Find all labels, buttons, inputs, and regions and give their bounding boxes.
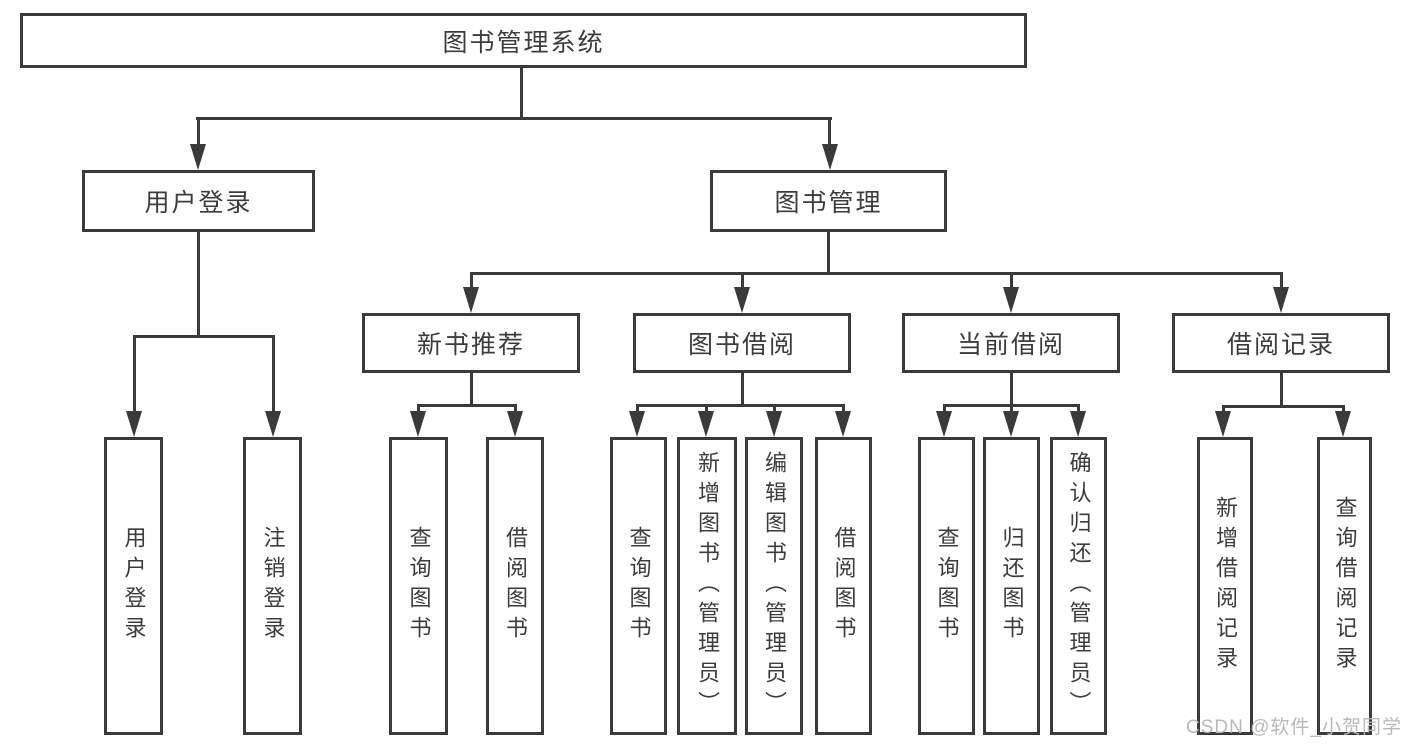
arrow-down-icon xyxy=(1003,411,1019,437)
connector-line xyxy=(520,68,523,120)
leaf-label: 编辑图书（管理员） xyxy=(762,451,787,721)
leaf-bb-edit-book-admin: 编辑图书（管理员） xyxy=(745,437,803,735)
connector-line xyxy=(1010,404,1013,414)
leaf-label: 借阅图书 xyxy=(503,526,528,646)
arrow-down-icon xyxy=(698,411,714,437)
leaf-label: 新增图书（管理员） xyxy=(695,451,720,721)
leaf-cb-confirm-return-admin: 确认归还（管理员） xyxy=(1050,437,1107,735)
connector-line xyxy=(272,335,275,415)
leaf-cb-query-books: 查询图书 xyxy=(918,437,975,735)
watermark: CSDN @软件_小贺同学 xyxy=(1186,717,1402,738)
leaf-label: 查询图书 xyxy=(934,526,960,646)
arrow-down-icon xyxy=(629,411,645,437)
arrow-down-icon xyxy=(835,411,851,437)
leaf-label: 查询图书 xyxy=(626,526,652,646)
connector-line xyxy=(827,232,830,275)
arrow-down-icon xyxy=(1003,287,1019,313)
arrow-down-icon xyxy=(936,411,952,437)
connector-line xyxy=(133,335,136,415)
connector-line xyxy=(636,404,639,414)
leaf-rec-query-borrow-record: 查询借阅记录 xyxy=(1317,437,1372,735)
leaf-cb-return-books: 归还图书 xyxy=(983,437,1040,735)
leaf-bb-add-book-admin: 新增图书（管理员） xyxy=(677,437,737,735)
connector-line xyxy=(470,373,473,407)
arrow-down-icon xyxy=(410,411,426,437)
connector-line xyxy=(1342,405,1345,414)
node-borrowing-records: 借阅记录 xyxy=(1172,313,1390,373)
leaf-label: 用户登录 xyxy=(121,526,147,646)
arrow-down-icon xyxy=(265,411,281,437)
connector-line xyxy=(1010,373,1013,407)
connector-line xyxy=(741,272,744,290)
arrow-down-icon xyxy=(766,411,782,437)
leaf-label: 查询图书 xyxy=(406,526,432,646)
arrow-down-icon xyxy=(1215,411,1231,437)
connector-line xyxy=(828,117,831,147)
connector-line xyxy=(943,404,946,414)
node-book-borrowing: 图书借阅 xyxy=(633,313,851,373)
connector-line xyxy=(197,232,200,338)
arrow-down-icon xyxy=(507,411,523,437)
connector-line xyxy=(705,404,708,414)
leaf-nbr-borrow-books: 借阅图书 xyxy=(486,437,544,735)
node-current-borrowing: 当前借阅 xyxy=(902,313,1120,373)
node-new-book-recommend: 新书推荐 xyxy=(362,313,580,373)
connector-line xyxy=(1280,272,1283,290)
leaf-label: 查询借阅记录 xyxy=(1332,496,1358,676)
connector-line xyxy=(1077,404,1080,414)
arrow-down-icon xyxy=(190,144,206,170)
connector-line xyxy=(417,404,420,414)
arrow-down-icon xyxy=(822,144,838,170)
connector-line xyxy=(636,404,845,407)
leaf-rec-add-borrow-record: 新增借阅记录 xyxy=(1197,437,1253,735)
connector-line xyxy=(1222,405,1345,408)
leaf-bb-borrow-books: 借阅图书 xyxy=(815,437,872,735)
leaf-user-login: 用户登录 xyxy=(104,437,163,735)
connector-line xyxy=(197,117,200,147)
connector-line xyxy=(1222,405,1225,414)
connector-line xyxy=(514,404,517,414)
connector-line xyxy=(417,404,517,407)
connector-line xyxy=(1280,373,1283,408)
connector-line xyxy=(470,272,1282,275)
leaf-label: 借阅图书 xyxy=(831,526,857,646)
arrow-down-icon xyxy=(1070,411,1086,437)
arrow-down-icon xyxy=(463,287,479,313)
arrow-down-icon xyxy=(1335,411,1351,437)
node-root: 图书管理系统 xyxy=(20,13,1027,68)
node-book-management: 图书管理 xyxy=(710,170,947,232)
leaf-logout: 注销登录 xyxy=(243,437,302,735)
arrow-down-icon xyxy=(734,287,750,313)
leaf-label: 新增借阅记录 xyxy=(1213,496,1238,676)
node-user-login: 用户登录 xyxy=(82,170,315,232)
connector-line xyxy=(773,404,776,414)
leaf-label: 注销登录 xyxy=(260,526,286,646)
connector-line xyxy=(1010,272,1013,290)
connector-line xyxy=(842,404,845,414)
connector-line xyxy=(470,272,473,290)
leaf-label: 确认归还（管理员） xyxy=(1066,451,1092,721)
leaf-bb-query-books: 查询图书 xyxy=(610,437,667,735)
connector-line xyxy=(741,373,744,407)
leaf-label: 归还图书 xyxy=(999,526,1025,646)
leaf-nbr-query-books: 查询图书 xyxy=(389,437,448,735)
connector-line xyxy=(196,117,832,120)
connector-line xyxy=(133,335,275,338)
arrow-down-icon xyxy=(126,411,142,437)
arrow-down-icon xyxy=(1273,287,1289,313)
